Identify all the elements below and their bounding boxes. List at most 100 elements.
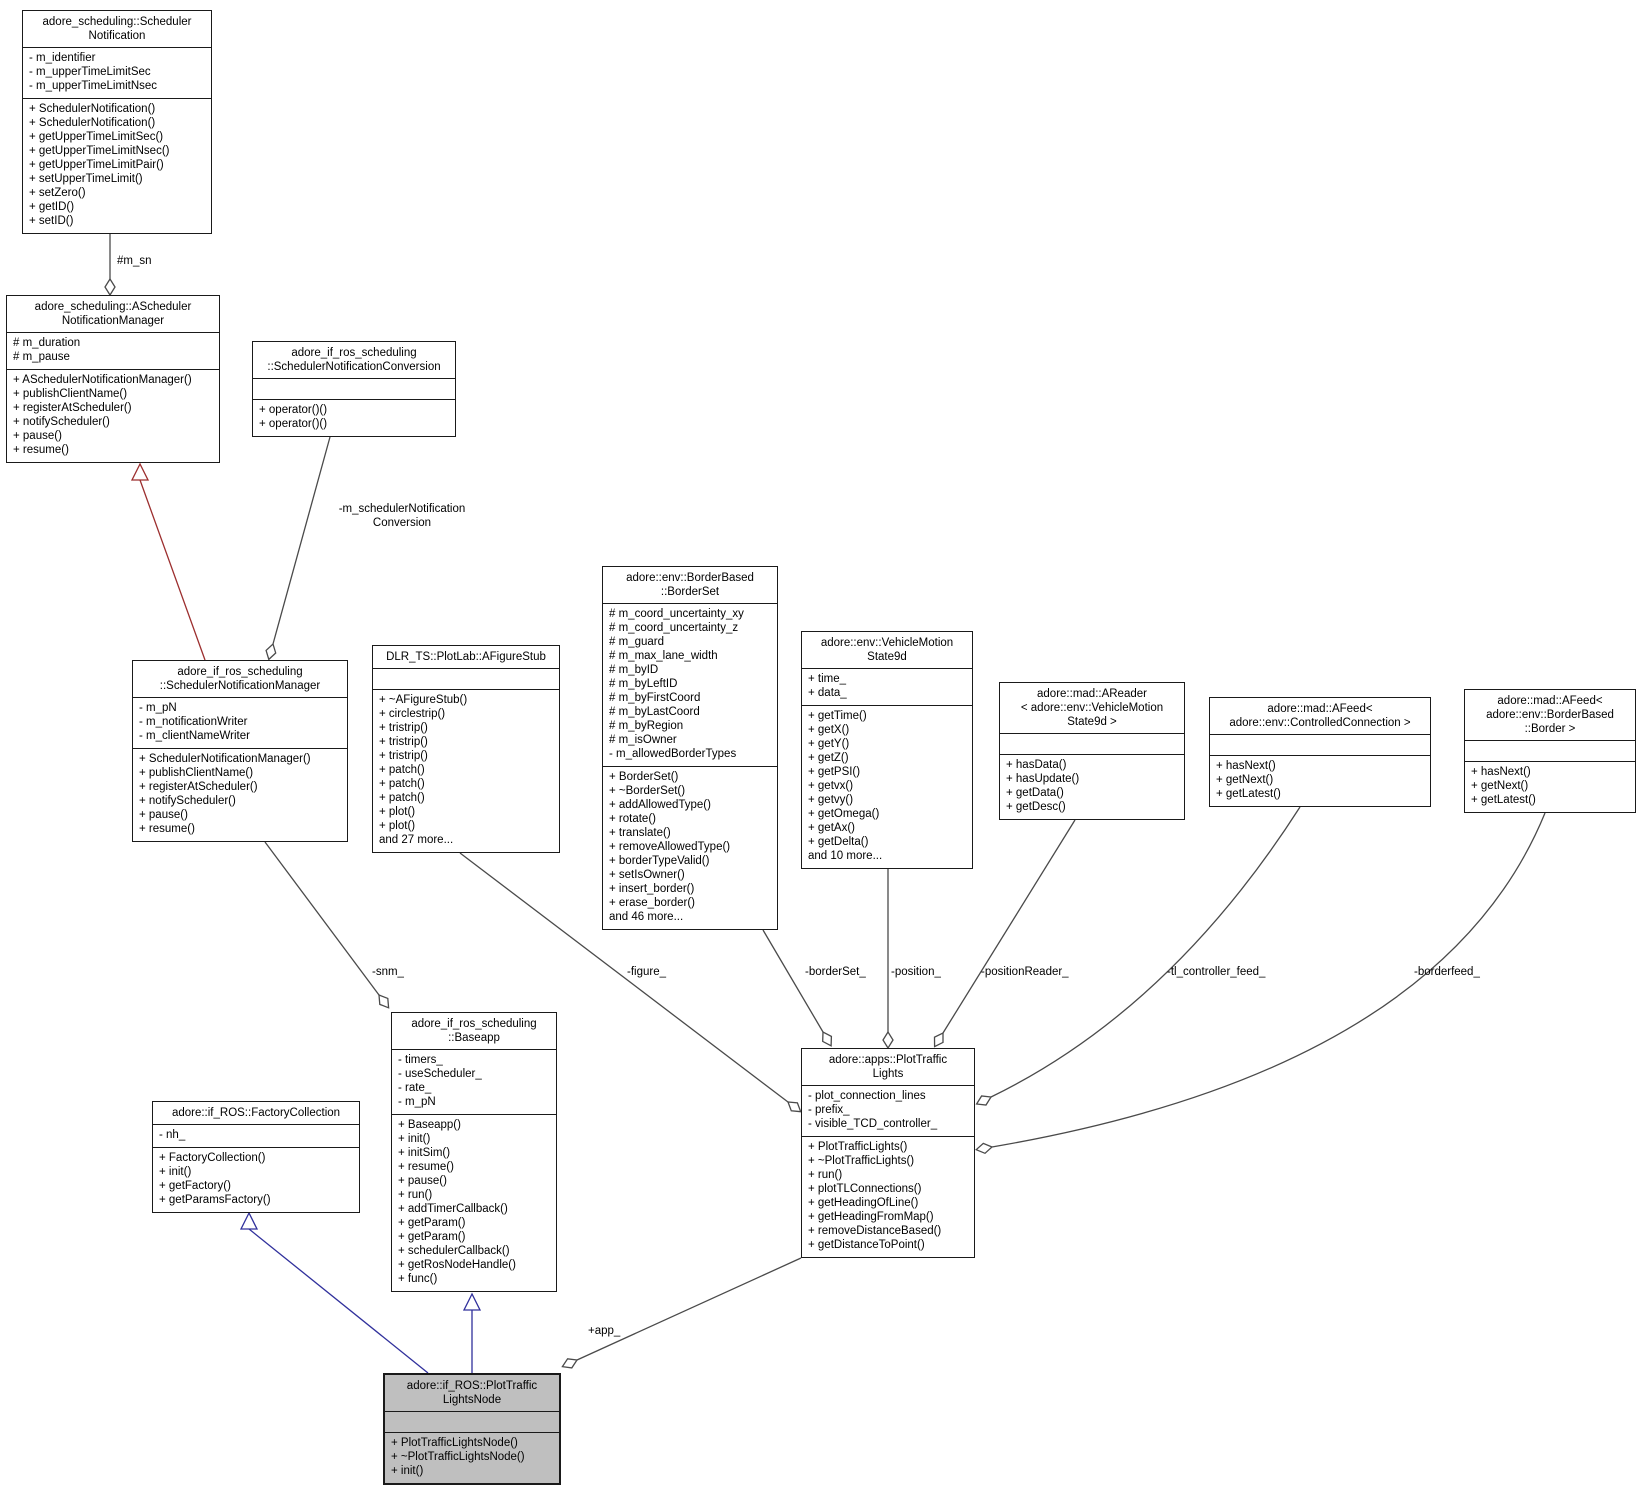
class-method: + patch() bbox=[379, 792, 425, 804]
class-method: + getvx() bbox=[808, 780, 854, 792]
class-method: and 27 more... bbox=[379, 834, 454, 846]
edge-tlfeed bbox=[990, 806, 1301, 1098]
edge-label-app: +app_ bbox=[588, 1325, 621, 1337]
edge-snm bbox=[264, 841, 380, 996]
class-title: adore::mad::AFeed<adore::env::BorderBase… bbox=[1465, 690, 1635, 741]
class-box-baseapp[interactable]: adore_if_ros_scheduling::Baseapp- timers… bbox=[391, 1012, 557, 1292]
class-title-line: adore_scheduling::Scheduler bbox=[42, 16, 192, 28]
class-method: + ~PlotTrafficLightsNode() bbox=[391, 1451, 525, 1463]
class-methods: + SchedulerNotification()+ SchedulerNoti… bbox=[23, 99, 211, 233]
class-method: + getNext() bbox=[1216, 774, 1274, 786]
class-attributes: - nh_ bbox=[153, 1125, 359, 1148]
class-method: + getHeadingFromMap() bbox=[808, 1211, 934, 1223]
class-attribute: # m_byLeftID bbox=[609, 678, 678, 690]
class-attribute: - timers_ bbox=[398, 1054, 443, 1066]
class-title-line: Notification bbox=[88, 30, 146, 42]
class-method: + removeAllowedType() bbox=[609, 841, 731, 853]
class-method: + getUpperTimeLimitNsec() bbox=[29, 145, 170, 157]
class-methods: + getTime()+ getX()+ getY()+ getZ()+ get… bbox=[802, 706, 972, 868]
class-attribute: # m_byID bbox=[609, 664, 659, 676]
class-title-line: adore::if_ROS::FactoryCollection bbox=[171, 1107, 341, 1119]
class-title-line: adore_if_ros_scheduling bbox=[177, 666, 303, 678]
class-method: + func() bbox=[398, 1273, 438, 1285]
class-attribute: - rate_ bbox=[398, 1082, 432, 1094]
class-method: + getData() bbox=[1006, 787, 1064, 799]
class-box-afeed-border[interactable]: adore::mad::AFeed<adore::env::BorderBase… bbox=[1464, 689, 1636, 813]
class-method: + patch() bbox=[379, 778, 425, 790]
class-method: + hasUpdate() bbox=[1006, 773, 1080, 785]
class-methods: + SchedulerNotificationManager()+ publis… bbox=[133, 749, 347, 841]
class-title: adore::mad::AFeed<adore::env::Controlled… bbox=[1210, 698, 1430, 735]
class-title-line: LightsNode bbox=[442, 1394, 502, 1406]
class-method: + plotTLConnections() bbox=[808, 1183, 922, 1195]
class-title-line: adore::mad::AFeed< bbox=[1497, 695, 1603, 707]
class-method: + ~AFigureStub() bbox=[379, 694, 468, 706]
class-title-line: adore::env::ControlledConnection > bbox=[1229, 717, 1411, 729]
class-title: adore_if_ros_scheduling::SchedulerNotifi… bbox=[133, 661, 347, 698]
class-methods: + hasData()+ hasUpdate()+ getData()+ get… bbox=[1000, 755, 1184, 819]
class-method: + getParam() bbox=[398, 1217, 466, 1229]
class-method: + pause() bbox=[398, 1175, 447, 1187]
class-attributes bbox=[373, 669, 559, 690]
class-methods: + hasNext()+ getNext()+ getLatest() bbox=[1465, 762, 1635, 812]
aggregation-diamond bbox=[104, 277, 116, 297]
class-title-line: adore_scheduling::AScheduler bbox=[34, 301, 192, 313]
aggregation-diamond bbox=[561, 1358, 579, 1369]
class-attribute: - m_clientNameWriter bbox=[139, 730, 250, 742]
class-attribute: # m_max_lane_width bbox=[609, 650, 718, 662]
class-box-scheduler-notification-conversion[interactable]: adore_if_ros_scheduling::SchedulerNotifi… bbox=[252, 341, 456, 437]
class-box-areader-vehicle-motion[interactable]: adore::mad::AReader< adore::env::Vehicle… bbox=[999, 682, 1185, 820]
class-method: and 10 more... bbox=[808, 850, 883, 862]
class-box-scheduler-notification-manager[interactable]: adore_if_ros_scheduling::SchedulerNotifi… bbox=[132, 660, 348, 842]
class-method: + getParam() bbox=[398, 1231, 466, 1243]
class-box-afeed-controlled-connection[interactable]: adore::mad::AFeed<adore::env::Controlled… bbox=[1209, 697, 1431, 807]
class-title: adore::mad::AReader< adore::env::Vehicle… bbox=[1000, 683, 1184, 734]
aggregation-diamond bbox=[787, 1101, 802, 1113]
inheritance-arrowhead bbox=[239, 1211, 259, 1230]
class-title-line: < adore::env::VehicleMotion bbox=[1020, 702, 1164, 714]
aggregation-diamond bbox=[975, 1095, 993, 1106]
class-method: + registerAtScheduler() bbox=[13, 402, 132, 414]
edge-label-scheduler-notification-conversion: -m_schedulerNotification Conversion bbox=[338, 503, 466, 529]
class-method: + notifyScheduler() bbox=[13, 416, 110, 428]
class-title-line: ::Baseapp bbox=[448, 1032, 500, 1044]
class-method: + getParamsFactory() bbox=[159, 1194, 271, 1206]
class-attribute: - useScheduler_ bbox=[398, 1068, 482, 1080]
inheritance-arrowhead bbox=[130, 462, 150, 481]
class-method: + getUpperTimeLimitPair() bbox=[29, 159, 164, 171]
class-method: + setUpperTimeLimit() bbox=[29, 173, 143, 185]
class-box-border-set[interactable]: adore::env::BorderBased::BorderSet# m_co… bbox=[602, 566, 778, 930]
class-methods: + ASchedulerNotificationManager()+ publi… bbox=[7, 370, 219, 462]
class-attribute: - m_upperTimeLimitNsec bbox=[29, 80, 158, 92]
class-attribute: - m_upperTimeLimitSec bbox=[29, 66, 151, 78]
class-method: + init() bbox=[159, 1166, 192, 1178]
class-title-line: adore_if_ros_scheduling bbox=[411, 1018, 537, 1030]
class-method: + patch() bbox=[379, 764, 425, 776]
class-method: + resume() bbox=[139, 823, 195, 835]
class-attribute: # m_byRegion bbox=[609, 720, 684, 732]
class-attributes: # m_duration# m_pause bbox=[7, 333, 219, 370]
aggregation-diamond bbox=[265, 642, 277, 661]
edge-label-figure: -figure_ bbox=[627, 966, 666, 978]
class-attribute: - m_pN bbox=[398, 1096, 436, 1108]
edge-label-tl-controller-feed: -tl_controller_feed_ bbox=[1167, 966, 1266, 978]
class-title-line: adore::env::VehicleMotion bbox=[820, 637, 954, 649]
class-title: adore::if_ROS::FactoryCollection bbox=[153, 1102, 359, 1125]
edge-label-m-sn: #m_sn bbox=[117, 255, 152, 267]
class-method: + SchedulerNotification() bbox=[29, 117, 156, 129]
class-attribute: # m_coord_uncertainty_z bbox=[609, 622, 739, 634]
class-attribute: - m_allowedBorderTypes bbox=[609, 748, 737, 760]
class-box-afigure-stub[interactable]: DLR_TS::PlotLab::AFigureStub+ ~AFigureSt… bbox=[372, 645, 560, 853]
class-method: + getX() bbox=[808, 724, 850, 736]
class-method: + circlestrip() bbox=[379, 708, 446, 720]
class-box-factory-collection[interactable]: adore::if_ROS::FactoryCollection- nh_+ F… bbox=[152, 1101, 360, 1213]
class-attributes bbox=[1210, 735, 1430, 756]
class-title-line: Lights bbox=[872, 1068, 904, 1080]
